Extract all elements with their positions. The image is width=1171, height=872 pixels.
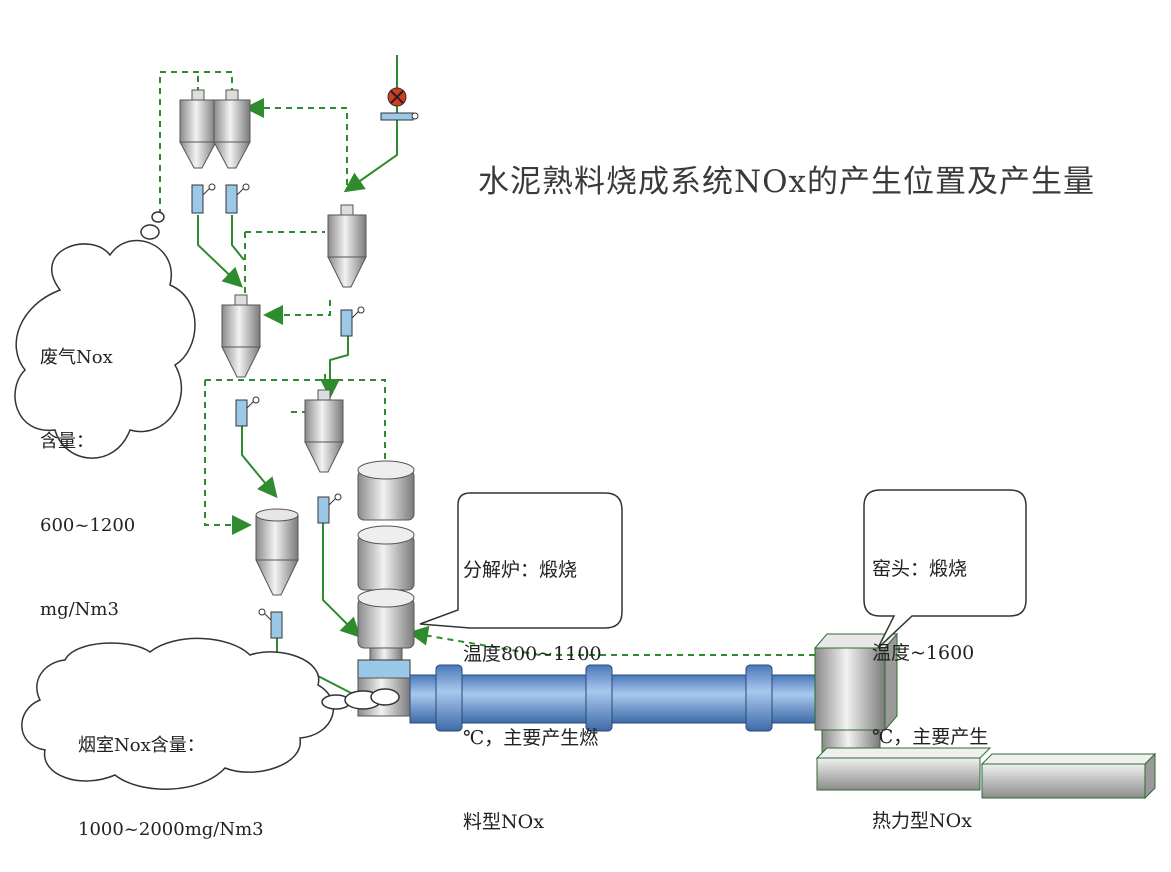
kiln-head-callout: 窑头：煅烧 温度~1600 ℃，主要产生 热力型NOx	[872, 499, 988, 863]
calciner-line-3: ℃，主要产生燃	[463, 727, 599, 749]
page-title: 水泥熟料烧成系统NOx的产生位置及产生量	[478, 164, 1096, 200]
smoke-chamber-line-1: 烟室Nox含量：	[78, 735, 205, 756]
flap-valve-icon	[191, 183, 216, 214]
burner-icon	[380, 87, 419, 121]
cyclone-c1b-icon	[213, 89, 251, 169]
cyclone-c5-icon	[255, 508, 299, 596]
exhaust-cloud	[14, 211, 196, 459]
exhaust-line-4: mg/Nm3	[40, 599, 119, 620]
calciner-line-4: 料型NOx	[463, 811, 544, 833]
exhaust-nox-label: 废气Nox 含量： 600~1200 mg/Nm3	[40, 288, 135, 652]
flap-valve-icon	[340, 306, 365, 337]
cooler-icon	[815, 747, 1157, 800]
cyclone-c2-icon	[327, 204, 367, 288]
kiln-head-line-1: 窑头：煅烧	[872, 558, 968, 580]
exhaust-line-2: 含量：	[40, 431, 94, 452]
smoke-chamber-nox-label: 烟室Nox含量： 1000~2000mg/Nm3	[78, 676, 264, 872]
gas-flow-lines	[159, 71, 815, 656]
calciner-callout: 分解炉：煅烧 温度800~1100 ℃，主要产生燃 料型NOx	[463, 500, 602, 864]
exhaust-line-3: 600~1200	[40, 515, 136, 536]
cyclone-c3-icon	[221, 294, 261, 378]
calciner-line-1: 分解炉：煅烧	[463, 559, 578, 581]
kiln-head-line-2: 温度~1600	[872, 642, 975, 664]
calciner-line-2: 温度800~1100	[463, 643, 602, 665]
rotary-kiln-icon	[409, 664, 823, 732]
smoke-chamber-line-2: 1000~2000mg/Nm3	[78, 819, 264, 840]
flap-valve-icon	[235, 396, 260, 427]
exhaust-line-1: 废气Nox	[40, 347, 113, 368]
kiln-head-line-3: ℃，主要产生	[872, 726, 989, 748]
cyclone-c1a-icon	[179, 89, 217, 169]
cyclone-c4-icon	[304, 389, 344, 473]
flap-valve-icon	[317, 493, 342, 524]
kiln-head-callout-shape	[863, 489, 1027, 649]
smoke-chamber-cloud	[21, 637, 400, 790]
flap-valve-icon	[258, 608, 283, 639]
kiln-head-line-4: 热力型NOx	[872, 810, 972, 832]
nox-process-diagram	[14, 55, 1157, 800]
calciner-icon	[357, 460, 415, 717]
flap-valve-icon	[225, 183, 250, 214]
calciner-callout-shape	[419, 492, 623, 629]
flap-valves	[191, 183, 365, 639]
